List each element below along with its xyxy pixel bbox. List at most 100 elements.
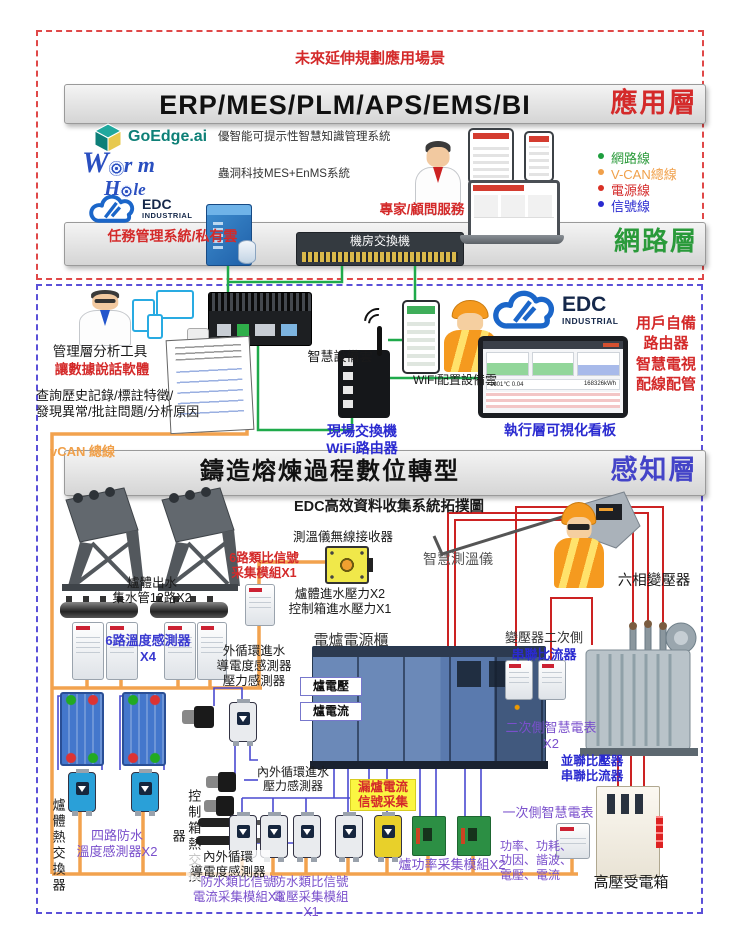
six-phase-worker-avatar: [552, 502, 606, 588]
dashboard-screen: 1601℃ 0.04 168326kWh: [483, 341, 623, 413]
legend-dot-vcan: [598, 169, 604, 175]
database-cylinder-icon: [238, 240, 256, 264]
data-talk-label: 讓數據說話軟體: [54, 362, 150, 377]
analog-junction-box: [335, 812, 363, 862]
furnace-outlet-label: 爐體出水 集水管12路X2: [112, 576, 192, 605]
dashboard-label: 執行層可視化看板: [504, 422, 616, 438]
expert-doctor-avatar: [412, 136, 464, 214]
manager-avatar: [76, 286, 134, 346]
v-logo-icon: [300, 825, 314, 838]
energy-reading: 168326kWh: [583, 381, 616, 387]
face: [426, 146, 450, 168]
analysis-document: [165, 335, 255, 435]
leak-current-junction-box: [374, 812, 402, 862]
meter-params-label: 功率、功耗、 功因、諧波、 電壓、電流: [500, 839, 573, 882]
upper-section-border: [36, 30, 704, 280]
wifi-config-label: WiFi配置設備雲: [413, 373, 497, 387]
parallel-pt-label: 並聯比壓器 串聯比流器: [560, 754, 624, 783]
smart-meter-module: [556, 823, 590, 859]
receiver-label: 測溫儀無線接收器: [292, 530, 393, 544]
config-phone: [402, 300, 440, 374]
application-layer-bar: [64, 84, 706, 124]
task-system-label: 任務管理系統/私有雲: [107, 228, 238, 244]
inlet-pressure-label: 爐體進水壓力X2 控制箱進水壓力X1: [288, 587, 392, 616]
wormhole-desc: 蟲洞科技MES+EnMS系統: [218, 168, 350, 180]
perception-section-border: [36, 284, 703, 914]
legend-label: 網路線: [611, 151, 651, 166]
dashboard-charts: [483, 349, 623, 379]
perception-layer-label: 感知層: [610, 455, 698, 485]
hx-furnace-label: 爐體熱交換器: [50, 798, 66, 894]
analog-junction-box: [293, 812, 321, 862]
power-collect-pcb: [412, 816, 446, 856]
dashboard-readings: 1601℃ 0.04 168326kWh: [486, 379, 620, 390]
legend-dot-signal: [598, 201, 604, 207]
field-switch-label: 現場交換機 WiFi路由器: [326, 423, 398, 456]
temp4-label: 四路防水 溫度感測器X2: [76, 828, 158, 859]
switch-label: 機房交換機: [349, 234, 410, 248]
multi-device-icon: [132, 290, 194, 346]
power-cabinet-label: 電爐電源櫃: [313, 632, 389, 649]
face: [457, 312, 483, 332]
hv-receiving-box: [596, 786, 663, 878]
pressure-sensor: [182, 706, 214, 728]
plate-heat-exchanger: [60, 692, 104, 766]
edc-sub-large: INDUSTRIAL: [562, 316, 619, 326]
expert-service-label: 專家/顧問服務: [379, 202, 465, 217]
series-ct-label: 串聯比流器: [511, 647, 577, 662]
dashboard-header: [483, 341, 623, 349]
dashboard-monitor: 1601℃ 0.04 168326kWh: [478, 336, 628, 418]
edc-name: EDC: [142, 196, 172, 212]
pressure-sensor: [204, 796, 234, 816]
cube-icon: [93, 123, 123, 153]
network-layer-label: 網路層: [613, 226, 698, 256]
power-collect-pcb: [457, 816, 491, 856]
inner-pressure-label: 內外循環進水 壓力感測器: [256, 765, 329, 794]
wormhole-le: le: [133, 180, 146, 199]
legend-dot-network: [598, 153, 604, 159]
chart-panel: [577, 352, 621, 376]
machine-room-switch: 機房交換機: [296, 232, 464, 266]
safety-vest: [554, 538, 604, 588]
legend-label: 信號線: [611, 199, 651, 214]
future-plan-title: 未來延伸規劃應用場景: [294, 50, 445, 67]
v-logo-icon: [267, 825, 281, 838]
glasses-icon: [94, 299, 116, 303]
power-collect-label: 爐功率采集模組X2: [398, 857, 506, 872]
temp6-label: 6路溫度感測器X4: [105, 633, 191, 664]
application-layer-label: 應用層: [610, 88, 698, 118]
heatsink-fins: [209, 293, 311, 311]
user-provided-note: 用戶自備 路由器 智慧電視 配線配管: [635, 315, 696, 393]
legend-label: V-CAN總線: [611, 167, 677, 182]
legend-row: 網路線: [598, 148, 698, 166]
app-systems-title: ERP/MES/PLM/APS/EMS/BI: [159, 90, 531, 120]
pyrometer-label: 智慧測溫儀: [423, 551, 493, 567]
goedge-logo-icon: [92, 122, 124, 154]
pressure-sensor: [206, 772, 236, 792]
analog6-label: 6路類比信號 采集模組X1: [229, 551, 299, 580]
perception-bar-title: 鑄造熔煉過程數位轉型: [200, 458, 460, 485]
leak-current-label: 漏爐電流 信號采集: [350, 779, 416, 811]
wormhole-w: W: [82, 146, 109, 179]
wormhole-spiral-icon: [120, 184, 134, 198]
ct-module: [538, 660, 566, 700]
v-logo-icon: [138, 782, 152, 795]
temp-reading: 1601℃ 0.04: [490, 382, 524, 388]
expert-laptop: [460, 180, 564, 244]
v-logo-icon: [236, 712, 250, 725]
face: [566, 517, 592, 540]
wormhole-rm: r m: [123, 152, 155, 177]
six-phase-label: 六相變壓器: [617, 573, 691, 589]
waterproof-junction-box: [68, 769, 96, 816]
legend-row: 信號線: [598, 196, 698, 214]
v-logo-icon: [236, 825, 250, 838]
laptop-base: [460, 235, 564, 244]
legend-label: 電源線: [611, 183, 651, 198]
tie: [433, 167, 443, 188]
hv-box-label: 高壓受電箱: [593, 874, 669, 891]
edge-gateway-pc: [208, 292, 312, 346]
wireless-receiver: [325, 546, 373, 584]
waterproof-junction-box: [131, 769, 159, 816]
